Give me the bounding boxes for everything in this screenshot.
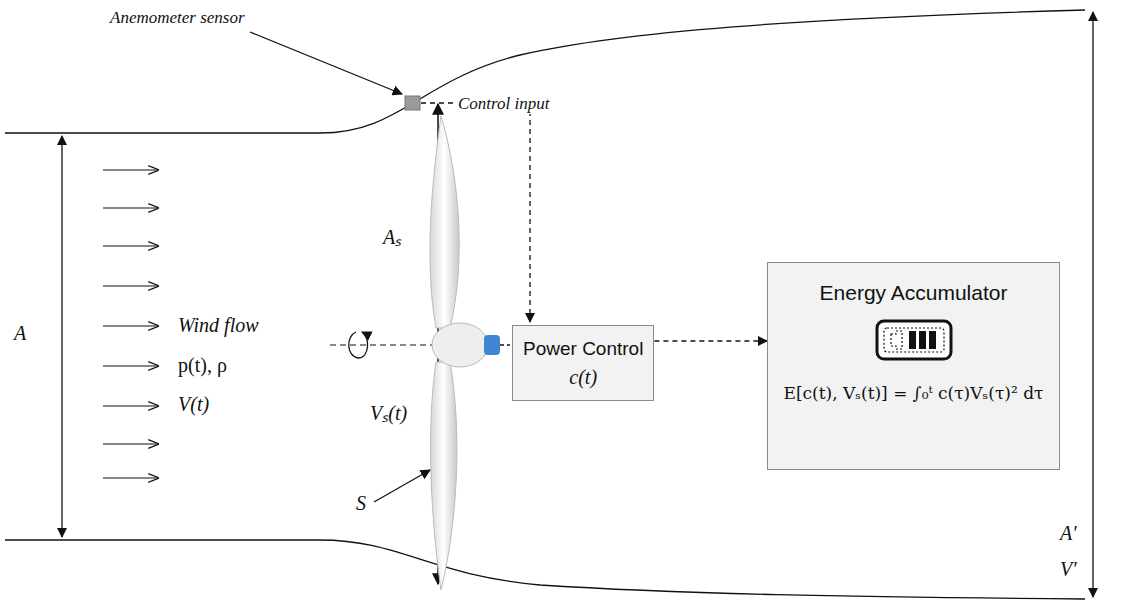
power-control-box: Power Control c(t) <box>512 325 654 401</box>
outlet-velocity-label: V′ <box>1058 558 1079 581</box>
rotor-hub <box>432 323 488 367</box>
box-body: E[c(t), Vₛ(t)] = ∫₀ᵗ c(τ)Vₛ(τ)² dτ <box>784 383 1044 403</box>
wind-flow-label: Wind flow <box>176 314 261 337</box>
dashed-connector <box>654 340 767 341</box>
anemometer-sensor <box>405 96 420 110</box>
rotation-arrow <box>349 332 368 358</box>
battery-icon <box>875 319 953 361</box>
lower-blade <box>431 362 457 590</box>
box-title: Energy Accumulator <box>820 281 1008 305</box>
area-label: A <box>12 322 28 345</box>
hub-cap <box>484 335 500 355</box>
sensor-leader <box>250 32 402 94</box>
upper-blade <box>430 116 459 328</box>
streamtube-bottom <box>5 540 1085 599</box>
blade-label: S <box>354 492 368 515</box>
swept-area-label: Aₛ <box>381 226 403 249</box>
area-arrow <box>61 136 62 537</box>
rotor-velocity-label: Vₛ(t) <box>368 402 409 425</box>
sensor-label: Anemometer sensor <box>108 8 247 28</box>
pressure-density-label: p(t), ρ <box>176 354 229 377</box>
streamtube-top <box>5 10 1085 133</box>
box-body: c(t) <box>569 366 597 389</box>
blade-leader <box>374 470 430 502</box>
control-input-label: Control input <box>456 94 551 114</box>
rotor-axis <box>330 344 432 345</box>
box-title: Power Control <box>523 338 643 360</box>
outlet-arrow <box>1092 12 1093 597</box>
velocity-label: V(t) <box>176 393 211 416</box>
shaft-link <box>500 344 510 345</box>
energy-accumulator-box: Energy Accumulator E[c(t), Vₛ(t)] = ∫₀ᵗ … <box>767 262 1060 470</box>
outlet-area-label: A′ <box>1058 522 1079 545</box>
wind-arrows <box>103 170 158 478</box>
